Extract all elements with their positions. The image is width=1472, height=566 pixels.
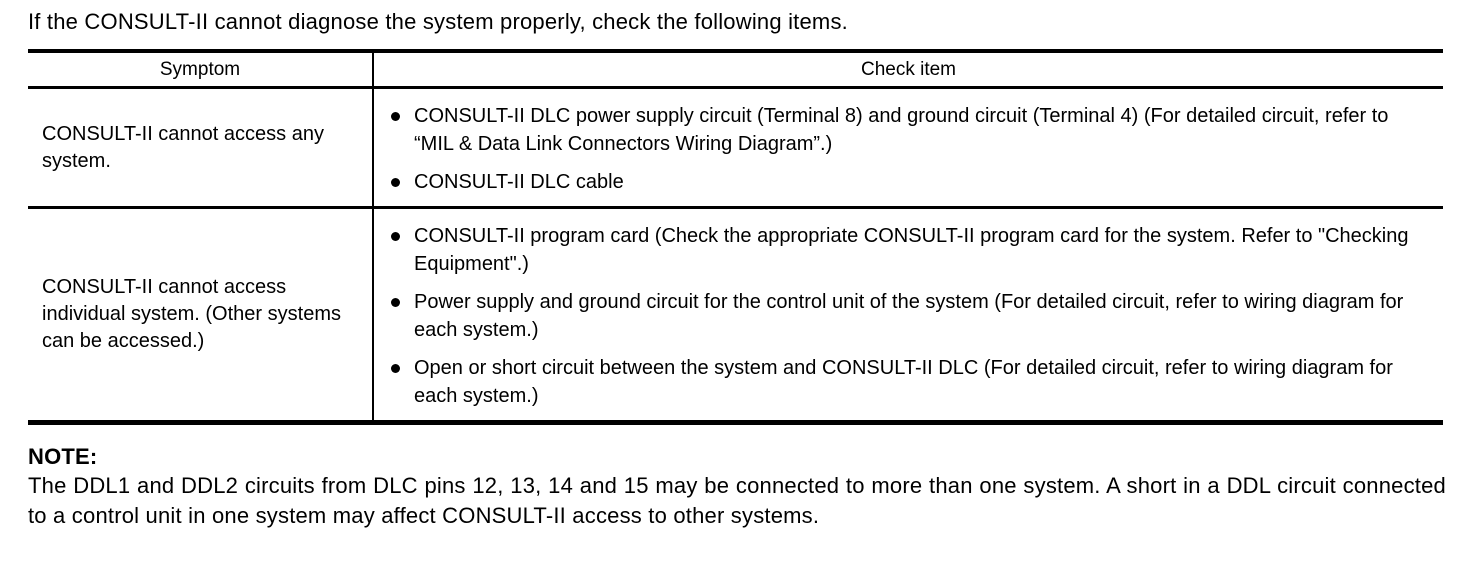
check-item-cell: CONSULT-II DLC power supply circuit (Ter… bbox=[374, 89, 1443, 206]
check-item-text: Power supply and ground circuit for the … bbox=[414, 291, 1404, 341]
intro-text: If the CONSULT-II cannot diagnose the sy… bbox=[28, 9, 848, 34]
bullet-icon bbox=[391, 178, 400, 187]
list-item: CONSULT-II DLC cable bbox=[391, 168, 1433, 196]
symptom-cell: CONSULT-II cannot access individual syst… bbox=[28, 209, 374, 420]
note-label: NOTE: bbox=[28, 444, 98, 469]
bullet-icon bbox=[391, 232, 400, 241]
note-section: NOTE: The DDL1 and DDL2 circuits from DL… bbox=[28, 442, 1446, 531]
bullet-icon bbox=[391, 298, 400, 307]
check-item-text: CONSULT-II program card (Check the appro… bbox=[414, 225, 1409, 275]
check-item-list: CONSULT-II program card (Check the appro… bbox=[391, 222, 1433, 410]
symptom-text: CONSULT-II cannot access any system. bbox=[42, 122, 324, 172]
diagnosis-check-table: Symptom Check item CONSULT-II cannot acc… bbox=[28, 49, 1443, 425]
column-header-check-item: Check item bbox=[860, 58, 957, 80]
symptom-text: CONSULT-II cannot access individual syst… bbox=[42, 276, 341, 352]
column-header-symptom: Symptom bbox=[28, 53, 374, 86]
bullet-icon bbox=[391, 364, 400, 373]
list-item: Power supply and ground circuit for the … bbox=[391, 288, 1433, 344]
list-item: CONSULT-II DLC power supply circuit (Ter… bbox=[391, 102, 1433, 158]
bullet-icon bbox=[391, 112, 400, 121]
list-item: Open or short circuit between the system… bbox=[391, 354, 1433, 410]
check-item-cell: CONSULT-II program card (Check the appro… bbox=[374, 209, 1443, 420]
note-text: The DDL1 and DDL2 circuits from DLC pins… bbox=[28, 473, 1446, 528]
symptom-cell: CONSULT-II cannot access any system. bbox=[28, 89, 374, 206]
table-row: CONSULT-II cannot access any system. CON… bbox=[28, 86, 1443, 206]
check-item-text: Open or short circuit between the system… bbox=[414, 357, 1393, 407]
list-item: CONSULT-II program card (Check the appro… bbox=[391, 222, 1433, 278]
check-item-list: CONSULT-II DLC power supply circuit (Ter… bbox=[391, 102, 1433, 196]
table-header-row: Symptom Check item bbox=[28, 53, 1443, 86]
check-item-text: CONSULT-II DLC cable bbox=[414, 171, 624, 193]
check-item-text: CONSULT-II DLC power supply circuit (Ter… bbox=[414, 105, 1389, 155]
table-row: CONSULT-II cannot access individual syst… bbox=[28, 206, 1443, 420]
